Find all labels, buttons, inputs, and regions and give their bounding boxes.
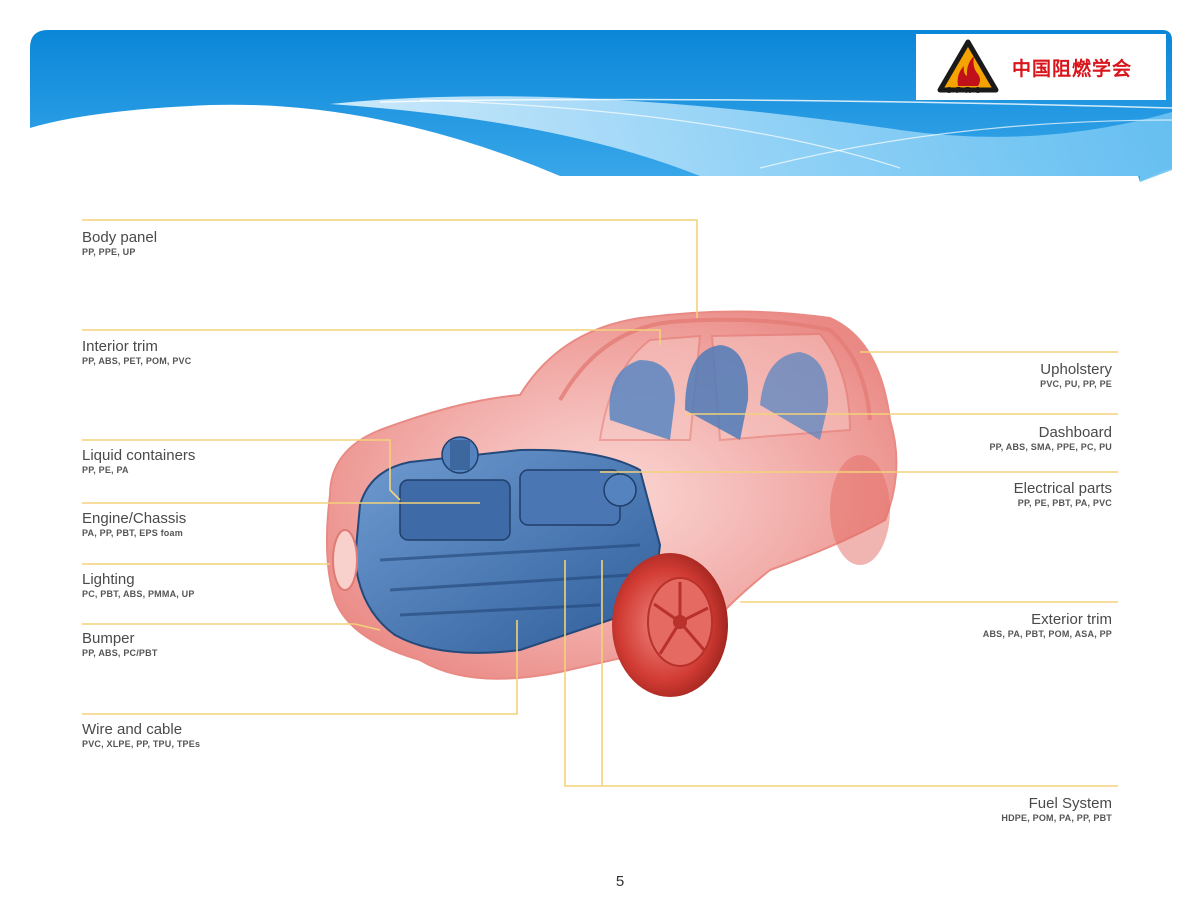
label-name: Interior trim [82,338,158,355]
label-materials: HDPE, POM, PA, PP, PBT [1001,813,1112,823]
label-name: Exterior trim [1031,611,1112,628]
label-fuel-system: Fuel System HDPE, POM, PA, PP, PBT [1001,795,1112,824]
label-name: Electrical parts [1013,480,1112,497]
label-name: Engine/Chassis [82,510,187,527]
label-name: Liquid containers [82,447,196,464]
label-electrical-parts: Electrical parts PP, PE, PBT, PA, PVC [1014,480,1112,509]
page-number: 5 [615,873,625,890]
label-materials: PVC, XLPE, PP, TPU, TPEs [82,739,201,749]
leader-line [564,560,1118,787]
label-name: Lighting [82,571,135,588]
label-materials: PP, ABS, PET, POM, PVC [82,356,192,366]
label-body-panel: Body panel PP, PPE, UP [82,229,157,258]
label-materials: PP, ABS, PC/PBT [82,648,158,658]
label-name: Fuel System [1028,795,1112,812]
label-bumper: Bumper PP, ABS, PC/PBT [82,630,158,659]
label-materials: PVC, PU, PP, PE [1040,379,1112,389]
label-liquid-containers: Liquid containers PP, PE, PA [82,447,195,476]
label-materials: PP, PE, PA [82,465,129,475]
label-upholstery: Upholstery PVC, PU, PP, PE [1040,361,1112,390]
leader-lines [82,219,1118,787]
label-name: Dashboard [1038,424,1112,441]
logo-name: 中国阻燃学会 [1012,58,1133,80]
label-materials: PC, PBT, ABS, PMMA, UP [82,589,195,599]
label-materials: PP, PPE, UP [82,247,136,257]
cfrs-logo: C F R S 中国阻燃学会 [916,34,1166,100]
header-band [30,30,1173,182]
label-name: Wire and cable [82,721,183,738]
flame-triangle-icon [937,39,999,93]
leader-line [82,439,401,501]
label-interior-trim: Interior trim PP, ABS, PET, POM, PVC [82,338,191,367]
label-materials: PP, PE, PBT, PA, PVC [1017,498,1112,508]
label-name: Upholstery [1040,361,1112,378]
leader-line [82,620,518,715]
leader-line [82,219,698,318]
label-exterior-trim: Exterior trim ABS, PA, PBT, POM, ASA, PP [983,611,1112,640]
label-engine-chassis: Engine/Chassis PA, PP, PBT, EPS foam [82,510,186,539]
label-wire-cable: Wire and cable PVC, XLPE, PP, TPU, TPEs [82,721,200,750]
label-materials: ABS, PA, PBT, POM, ASA, PP [982,629,1112,639]
label-name: Body panel [82,229,158,246]
leader-line [82,329,661,345]
label-materials: PA, PP, PBT, EPS foam [82,528,183,538]
logo-abbr: C F R S [946,86,982,95]
label-name: Bumper [82,630,135,647]
label-dashboard: Dashboard PP, ABS, SMA, PPE, PC, PU [989,424,1112,453]
leader-line [82,623,381,631]
label-lighting: Lighting PC, PBT, ABS, PMMA, UP [82,571,195,600]
label-materials: PP, ABS, SMA, PPE, PC, PU [989,442,1112,452]
car-illustration [325,310,898,697]
